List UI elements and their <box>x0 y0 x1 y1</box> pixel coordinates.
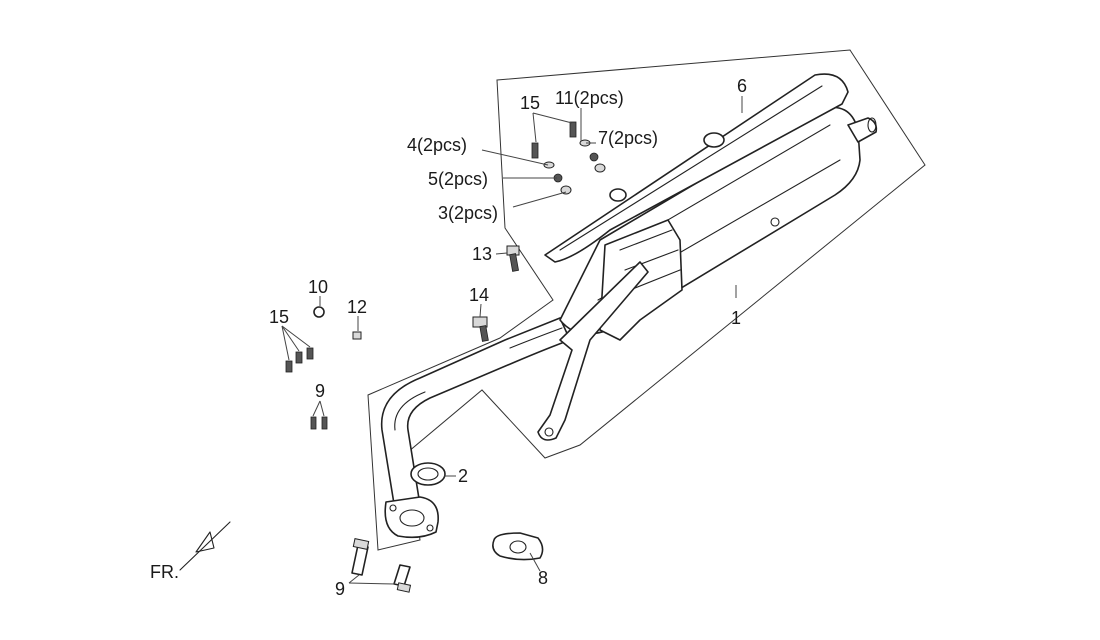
label-part-2: 2 <box>458 466 468 486</box>
muffler-bracket <box>537 219 683 441</box>
label-part-6: 6 <box>737 76 747 96</box>
label-part-10: 10 <box>308 277 328 297</box>
label-part-8: 8 <box>538 568 548 588</box>
label-part-12: 12 <box>347 297 367 317</box>
gasket-plate <box>492 532 544 561</box>
label-part-9-lower: 9 <box>335 579 345 599</box>
label-part-5: 5(2pcs) <box>428 169 488 189</box>
flange-bolts <box>351 538 412 593</box>
leader-lines <box>281 96 743 585</box>
label-part-1: 1 <box>731 308 741 328</box>
label-part-14: 14 <box>469 285 489 305</box>
label-part-4: 4(2pcs) <box>407 135 467 155</box>
label-part-15-top: 15 <box>520 93 540 113</box>
gasket-ring <box>410 462 446 486</box>
studs <box>310 416 328 430</box>
nut-12 <box>352 331 362 340</box>
label-part-15-left: 15 <box>269 307 289 327</box>
label-part-9-upper: 9 <box>315 381 325 401</box>
heat-shield <box>544 73 849 263</box>
front-arrow-icon <box>179 521 231 571</box>
small-bolts-left <box>285 347 314 373</box>
label-part-13: 13 <box>472 244 492 264</box>
bolt-14 <box>472 316 489 342</box>
exhaust-pipe <box>380 317 571 511</box>
bolt-13 <box>506 245 520 272</box>
label-front: FR. <box>150 562 179 582</box>
pipe-flange <box>384 496 439 539</box>
shield-hardware <box>531 121 606 195</box>
washer-10 <box>313 306 325 318</box>
label-part-3: 3(2pcs) <box>438 203 498 223</box>
label-part-11: 11(2pcs) <box>555 88 624 108</box>
label-part-7: 7(2pcs) <box>598 128 658 148</box>
